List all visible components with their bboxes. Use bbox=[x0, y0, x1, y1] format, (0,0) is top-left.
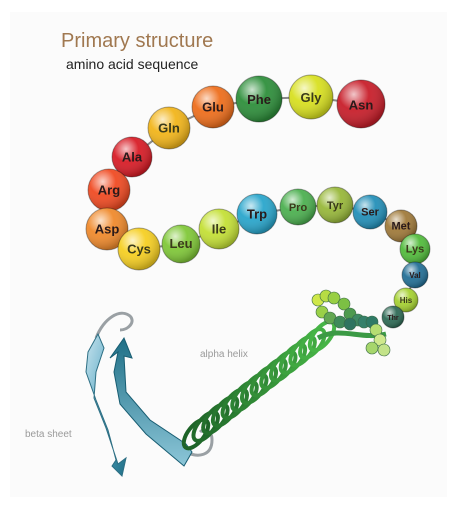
amino-acid-label: Val bbox=[409, 271, 421, 280]
amino-acid-ser: Ser bbox=[353, 195, 387, 229]
amino-acid-label: Gln bbox=[158, 121, 180, 136]
beta-strand-front bbox=[110, 338, 192, 466]
alpha-helix bbox=[179, 318, 386, 453]
amino-acid-label: Ile bbox=[212, 221, 226, 236]
amino-acid-label: Trp bbox=[247, 206, 267, 221]
amino-acid-label: Tyr bbox=[327, 200, 344, 212]
amino-acid-tyr: Tyr bbox=[317, 187, 353, 223]
amino-acid-label: Arg bbox=[98, 183, 120, 198]
amino-acid-label: Thr bbox=[387, 315, 399, 322]
amino-acid-label: Gly bbox=[301, 90, 323, 105]
tail-bead bbox=[344, 318, 356, 330]
amino-acid-ile: Ile bbox=[199, 209, 239, 249]
amino-acid-asn: Asn bbox=[337, 80, 385, 128]
amino-acid-lys: Lys bbox=[400, 234, 430, 264]
amino-acid-label: Pro bbox=[289, 202, 308, 214]
amino-acid-pro: Pro bbox=[280, 189, 316, 225]
beta-sheet-label: beta sheet bbox=[25, 429, 72, 440]
amino-acid-cys: Cys bbox=[118, 228, 160, 270]
tail-bead bbox=[378, 344, 390, 356]
amino-acid-trp: Trp bbox=[237, 194, 277, 234]
amino-acid-thr: Thr bbox=[382, 306, 404, 328]
amino-acid-label: Leu bbox=[169, 236, 192, 251]
tail-bead bbox=[366, 342, 378, 354]
amino-acid-label: Ser bbox=[361, 207, 379, 219]
amino-acid-label: His bbox=[400, 296, 413, 305]
amino-acid-label: Asn bbox=[349, 97, 374, 112]
amino-acid-label: Asp bbox=[95, 222, 120, 237]
amino-acid-gly: Gly bbox=[289, 75, 333, 119]
amino-acid-label: Met bbox=[392, 221, 411, 233]
amino-acid-val: Val bbox=[402, 262, 428, 288]
amino-acid-gln: Gln bbox=[148, 107, 190, 149]
amino-acid-phe: Phe bbox=[236, 76, 282, 122]
amino-acid-label: Lys bbox=[406, 243, 425, 255]
amino-acid-label: Ala bbox=[122, 149, 143, 164]
amino-acid-arg: Arg bbox=[88, 169, 130, 211]
beta-loop bbox=[96, 313, 132, 338]
amino-acid-label: Cys bbox=[127, 242, 151, 257]
alpha-helix-label: alpha helix bbox=[200, 349, 248, 360]
amino-acid-leu: Leu bbox=[162, 225, 200, 263]
amino-acid-label: Glu bbox=[202, 100, 224, 115]
amino-acid-label: Phe bbox=[247, 92, 271, 107]
amino-acid-glu: Glu bbox=[192, 86, 234, 128]
